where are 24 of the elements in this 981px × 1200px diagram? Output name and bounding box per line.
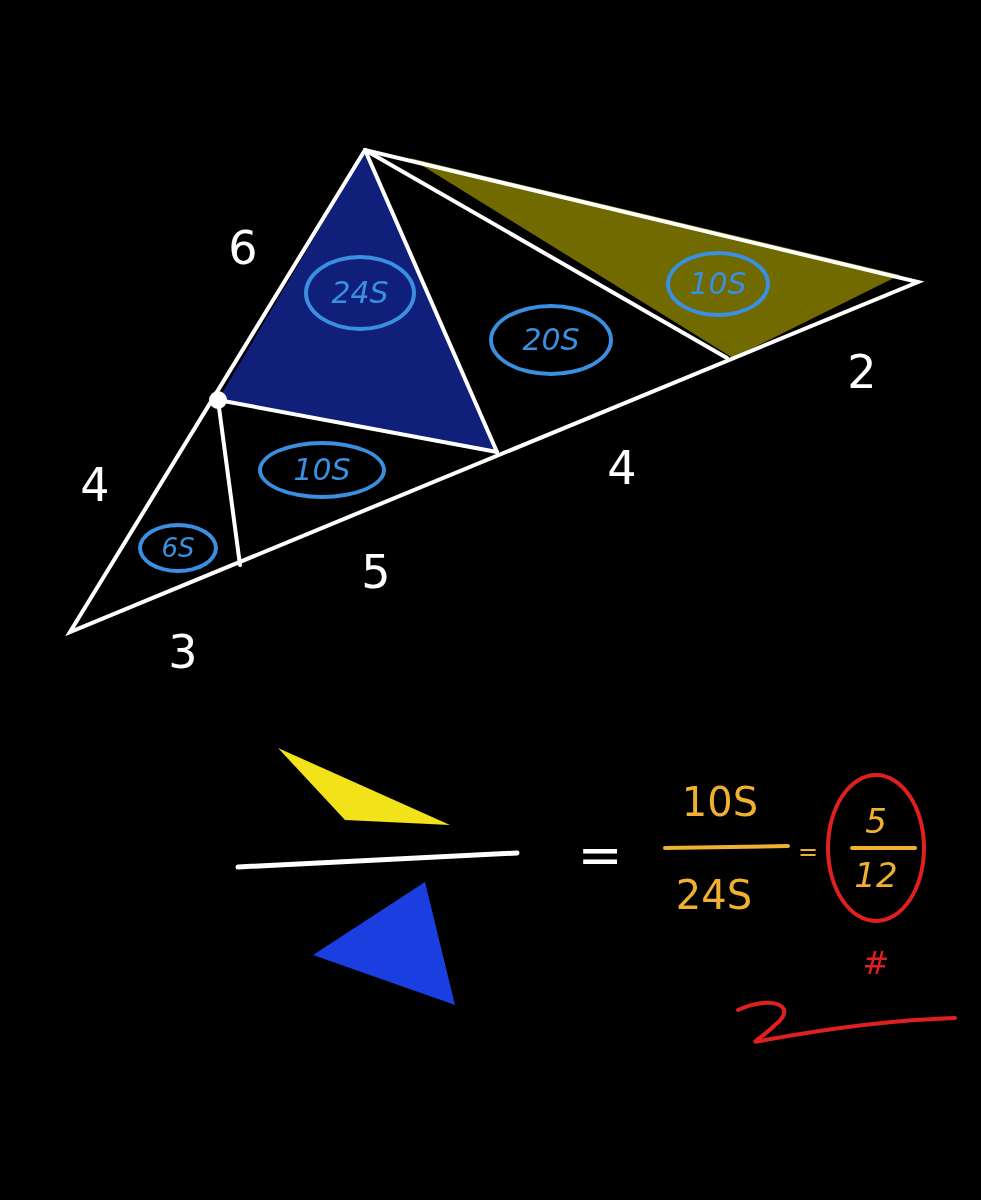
side-length: 3: [168, 629, 198, 675]
circled-area: [258, 441, 386, 499]
circled-area: [304, 255, 416, 331]
denominator: 12: [854, 858, 898, 892]
circled-area: [489, 304, 613, 376]
circled-answer: [826, 773, 926, 923]
side-length: 4: [80, 462, 110, 508]
area-label: 10S: [689, 269, 747, 299]
circled-area: [138, 523, 218, 573]
side-length: 2: [847, 349, 877, 395]
numerator: 10S: [681, 782, 759, 822]
area-label: 20S: [522, 325, 580, 355]
denominator: 24S: [675, 875, 753, 915]
side-length: 4: [607, 445, 637, 491]
numerator: 5: [865, 804, 887, 838]
circled-area: [666, 251, 770, 317]
hash-mark: #: [862, 947, 890, 979]
area-label: 24S: [331, 278, 389, 308]
area-label: 6S: [161, 535, 195, 561]
side-length: 5: [361, 549, 391, 595]
equals-sign: =: [797, 840, 819, 864]
equals-sign: =: [577, 828, 623, 882]
area-label: 10S: [293, 455, 351, 485]
side-length: 6: [228, 225, 258, 271]
